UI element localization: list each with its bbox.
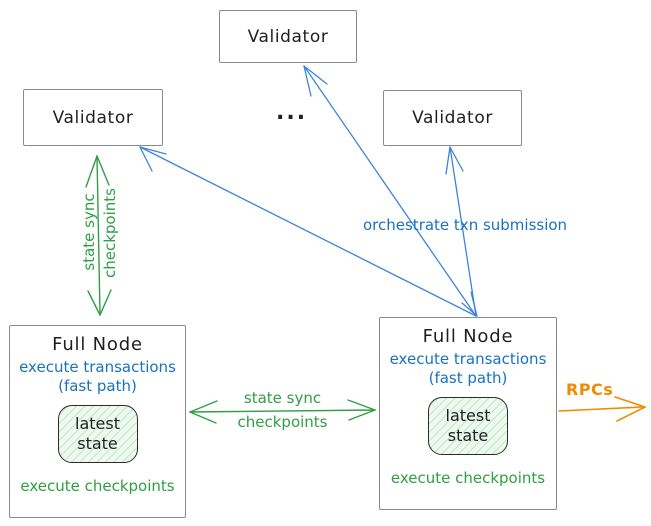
orchestrate-arrow-to-right-validator: [445, 146, 477, 317]
state-sync-vertical-arrow: [85, 155, 112, 316]
state-sync-horizontal-label-line2: checkpoints: [237, 413, 328, 431]
latest-state-label-line1: latest: [75, 414, 120, 433]
rpcs-arrow: [558, 396, 646, 422]
validator-box-left: Validator: [23, 89, 163, 146]
validator-label: Validator: [247, 26, 329, 47]
full-node-title: Full Node: [52, 334, 143, 355]
execute-transactions-block: execute transactions (fast path): [19, 358, 176, 396]
execute-transactions-label: execute transactions: [19, 358, 176, 376]
state-sync-horizontal-label: state sync checkpoints: [200, 389, 365, 432]
latest-state-label-line1: latest: [445, 406, 491, 425]
fast-path-label: (fast path): [428, 369, 508, 387]
full-node-title: Full Node: [422, 326, 514, 347]
latest-state-label-line2: state: [77, 434, 118, 453]
latest-state-label-line2: state: [447, 426, 489, 445]
validator-box-top: Validator: [219, 10, 357, 63]
orchestrate-txn-submission-label: orchestrate txn submission: [363, 216, 568, 234]
rpcs-label: RPCs: [566, 380, 614, 399]
validator-label: Validator: [52, 107, 134, 128]
execute-transactions-block: execute transactions (fast path): [390, 350, 547, 388]
more-validators-ellipsis: ...: [276, 100, 308, 125]
state-sync-horizontal-label-line1: state sync: [243, 389, 322, 407]
orchestrate-arrow-to-top-validator: [303, 65, 477, 317]
execute-transactions-label: execute transactions: [389, 350, 547, 368]
full-node-box-right: Full Node execute transactions (fast pat…: [379, 317, 557, 510]
full-node-box-left: Full Node execute transactions (fast pat…: [9, 325, 186, 518]
orchestrate-arrow-to-left-validator: [139, 146, 477, 317]
orchestrate-arrowhead-into-full-node: [461, 291, 478, 317]
execute-checkpoints-label: execute checkpoints: [390, 469, 546, 487]
fast-path-label: (fast path): [58, 377, 137, 395]
execute-checkpoints-label: execute checkpoints: [20, 477, 175, 495]
latest-state-box: latest state: [57, 405, 138, 463]
validator-label: Validator: [412, 108, 493, 128]
state-sync-horizontal-arrow: [189, 399, 376, 424]
state-sync-vertical-label-line2: checkpoints: [101, 188, 119, 278]
latest-state-box: latest state: [428, 397, 508, 455]
validator-box-right: Validator: [383, 90, 522, 146]
state-sync-vertical-label-line1: state sync: [80, 193, 98, 271]
